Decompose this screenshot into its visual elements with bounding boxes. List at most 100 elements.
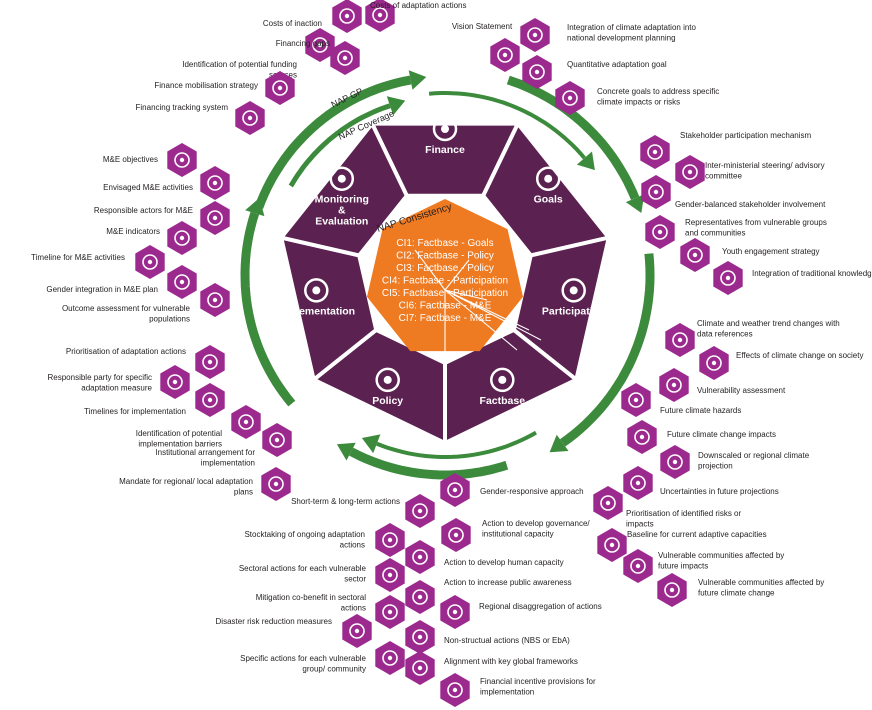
element-item: Costs of inaction — [263, 0, 362, 33]
element-label: Stocktaking of ongoing adaptation — [244, 530, 365, 539]
element-item: Vulnerable communities affected byfuture… — [623, 549, 784, 583]
group-icon — [652, 224, 668, 240]
element-label: actions — [340, 541, 365, 550]
map-pins-icon — [268, 476, 284, 492]
calendar-data-icon — [672, 332, 688, 348]
incentive-plant-icon — [447, 682, 463, 698]
gender-icon — [648, 184, 664, 200]
element-item: Gender-balanced stakeholder involvement — [641, 175, 826, 209]
element-label: Action to increase public awareness — [444, 578, 572, 587]
element-item: Financial incentive provisions forimplem… — [440, 673, 596, 707]
bar-chart-icon — [529, 64, 545, 80]
element-label: Finance mobilisation strategy — [154, 81, 258, 90]
plant-money-icon — [337, 50, 353, 66]
element-label: Specific actions for each vulnerable — [240, 654, 366, 663]
element-label: group/ community — [302, 665, 366, 674]
element-item: Baseline for current adaptive capacities — [597, 528, 767, 562]
element-label: Vulnerability assessment — [697, 386, 786, 395]
responsible-party-icon — [167, 374, 183, 390]
segment-label: Factbase — [480, 395, 526, 407]
element-label: Youth engagement strategy — [722, 247, 820, 256]
element-label: Gender-responsive approach — [480, 487, 584, 496]
element-item: Financing tracking system — [136, 101, 265, 135]
actors-icon — [207, 210, 223, 226]
governance-icon — [448, 527, 464, 543]
sun-cloud-icon — [634, 429, 650, 445]
gender-chat-icon — [447, 482, 463, 498]
element-label: implementation — [480, 688, 534, 697]
objectives-list-icon — [174, 152, 190, 168]
element-label: Integration of climate adaptation into — [567, 23, 697, 32]
element-label: Effects of climate change on society — [736, 351, 863, 360]
element-item: Timelines for implementation — [84, 383, 225, 417]
segment-label: Participation — [542, 305, 606, 317]
raised-hands-icon — [647, 144, 663, 160]
element-label: Climate and weather trend changes with — [697, 319, 840, 328]
table-search-icon — [490, 367, 515, 393]
element-item: Regional disaggregation of actions — [440, 595, 602, 629]
element-item: Vision Statement — [452, 22, 520, 72]
cycle-arrowhead-1 — [408, 70, 427, 90]
element-label: Uncertainties in future projections — [660, 487, 779, 496]
element-label: Concrete goals to address specific — [597, 87, 719, 96]
element-label: Representatives from vulnerable groups — [685, 218, 827, 227]
consistency-heptagon — [367, 199, 523, 352]
warning-icon — [349, 623, 365, 639]
element-label: Timeline for M&E activities — [31, 253, 125, 262]
timeline-path-icon — [202, 392, 218, 408]
element-label: Mitigation co-benefit in sectoral — [256, 593, 367, 602]
element-item: Climate and weather trend changes with da… — [665, 319, 840, 357]
cycle-arrowhead-7 — [576, 151, 595, 171]
element-label: Baseline for current adaptive capacities — [627, 530, 767, 539]
element-label: Financing gaps — [276, 39, 330, 48]
sprout-icon — [412, 503, 428, 519]
society-icon — [706, 355, 722, 371]
element-item: Inter-ministerial steering/ advisory comm… — [675, 155, 825, 189]
consistency-item: CI4: Factbase - Participation — [382, 276, 508, 287]
element-label: committee — [705, 172, 742, 181]
coins-icon — [432, 116, 458, 142]
cycle-arrow-5 — [240, 211, 296, 407]
priority-person-icon — [202, 354, 218, 370]
cycle-arrow-2 — [506, 75, 640, 200]
storm-icon — [628, 392, 644, 408]
element-item: Sectoral actions for each vulnerablesect… — [239, 558, 405, 592]
regions-icon — [447, 604, 463, 620]
outcome-people-icon — [207, 292, 223, 308]
element-label: future climate change — [698, 589, 775, 598]
element-label: implementation barriers — [138, 440, 222, 449]
cycle-arrowhead-2 — [625, 194, 645, 213]
element-label: Mandate for regional/ local adaptation — [119, 477, 253, 486]
element-item: Identification of potentialimplementatio… — [136, 405, 261, 449]
megaphone-icon — [412, 589, 428, 605]
element-item: M&E indicators — [106, 221, 197, 255]
element-item: Costs of adaptation actions — [365, 0, 467, 32]
green-arrows-layer — [240, 70, 655, 480]
indicator-screen-icon — [174, 230, 190, 246]
element-item: Stakeholder participation mechanism — [640, 131, 812, 169]
hand-money-icon — [372, 7, 388, 23]
shield-money-icon — [312, 37, 328, 53]
element-label: Gender integration in M&E plan — [46, 285, 158, 294]
element-item: Integration of traditional knowledge — [713, 261, 872, 295]
element-item: Short-term & long-term actions — [291, 494, 435, 528]
element-item: Prioritisation of identified risks orimp… — [593, 486, 741, 529]
consistency-arrow — [444, 289, 488, 301]
person-idea-icon — [207, 175, 223, 191]
projection-graph-icon — [630, 475, 646, 491]
element-item: Prioritisation of adaptation actions — [66, 345, 225, 379]
cycle-arrowhead-8 — [361, 434, 381, 454]
element-label: Envisaged M&E activities — [103, 183, 193, 192]
element-label: Integration of traditional knowledge — [752, 269, 872, 278]
element-label: data references — [697, 330, 753, 339]
priority-list-icon — [600, 495, 616, 511]
element-label: Inter-ministerial steering/ advisory — [705, 161, 825, 170]
cycle-arrow-7 — [428, 91, 586, 160]
element-label: impacts — [626, 520, 654, 529]
element-item: Stocktaking of ongoing adaptation actions — [244, 523, 405, 557]
element-label: Alignment with key global frameworks — [444, 657, 578, 666]
